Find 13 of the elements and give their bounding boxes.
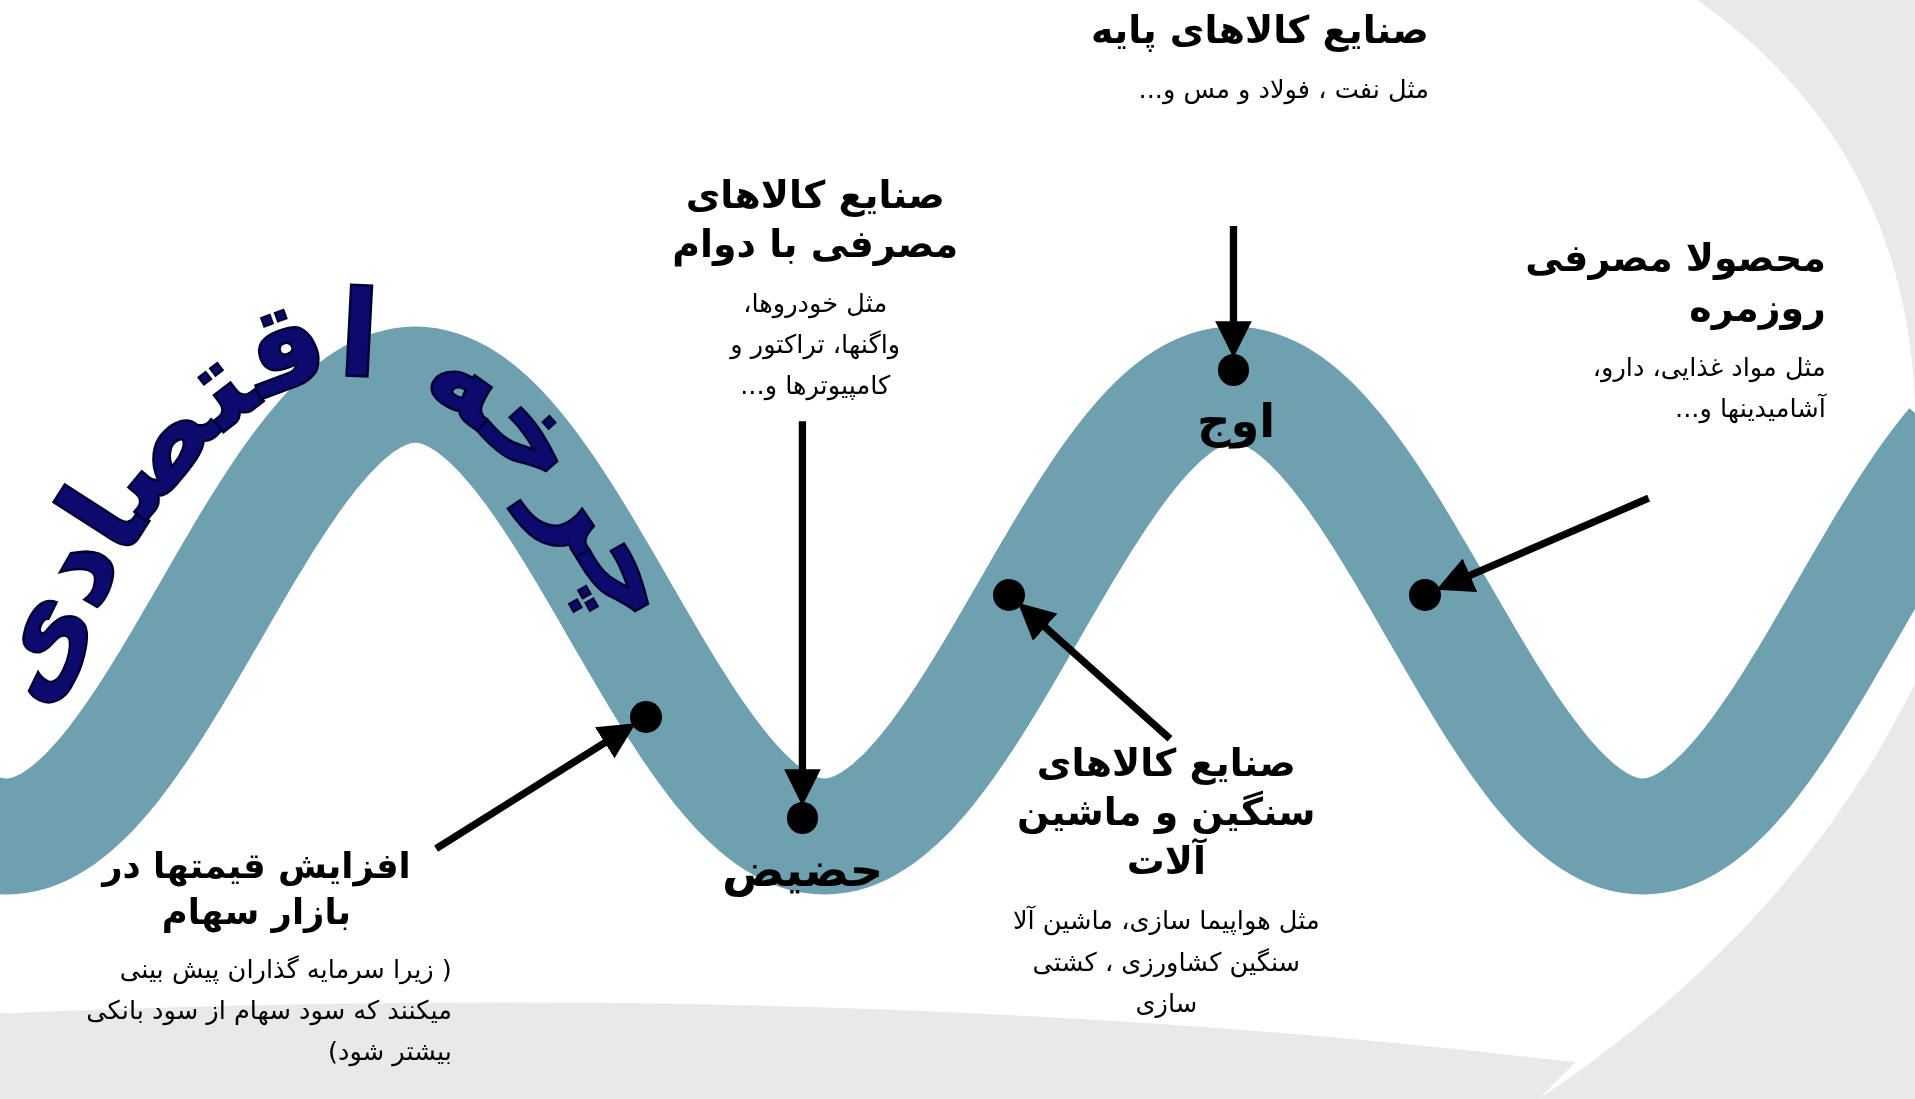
description: مثل نفت ، فولاد و مس و... (1137, 73, 1429, 107)
description: مثل خودروها، واگنها، تراکتور و کامپیوترها و... (728, 287, 902, 403)
point-label: اوج (1196, 394, 1276, 449)
heading: افزایش قیمتها در بازار سهام (99, 843, 412, 935)
description: مثل هواپیما سازی، ماشین آلا سنگین کشاورزی ، کشتی سازی (1011, 904, 1321, 1020)
arrow (1436, 494, 1651, 593)
heading: صنایع کالاهای پایه (1090, 7, 1429, 55)
heading: محصولا مصرفی روزمره (1524, 235, 1826, 332)
description: مثل مواد غذایی، دارو، آشامیدینها و... (1591, 350, 1826, 426)
heading: صنایع کالاهای سنگین و ماشین آلات (1016, 739, 1317, 886)
description: ( زیرا سرمایه گذاران پیش بینی میکنند که سود سهام از سود بانکی بیشتر شود) (85, 952, 452, 1069)
arrow (434, 723, 636, 852)
arrow (1017, 602, 1173, 742)
